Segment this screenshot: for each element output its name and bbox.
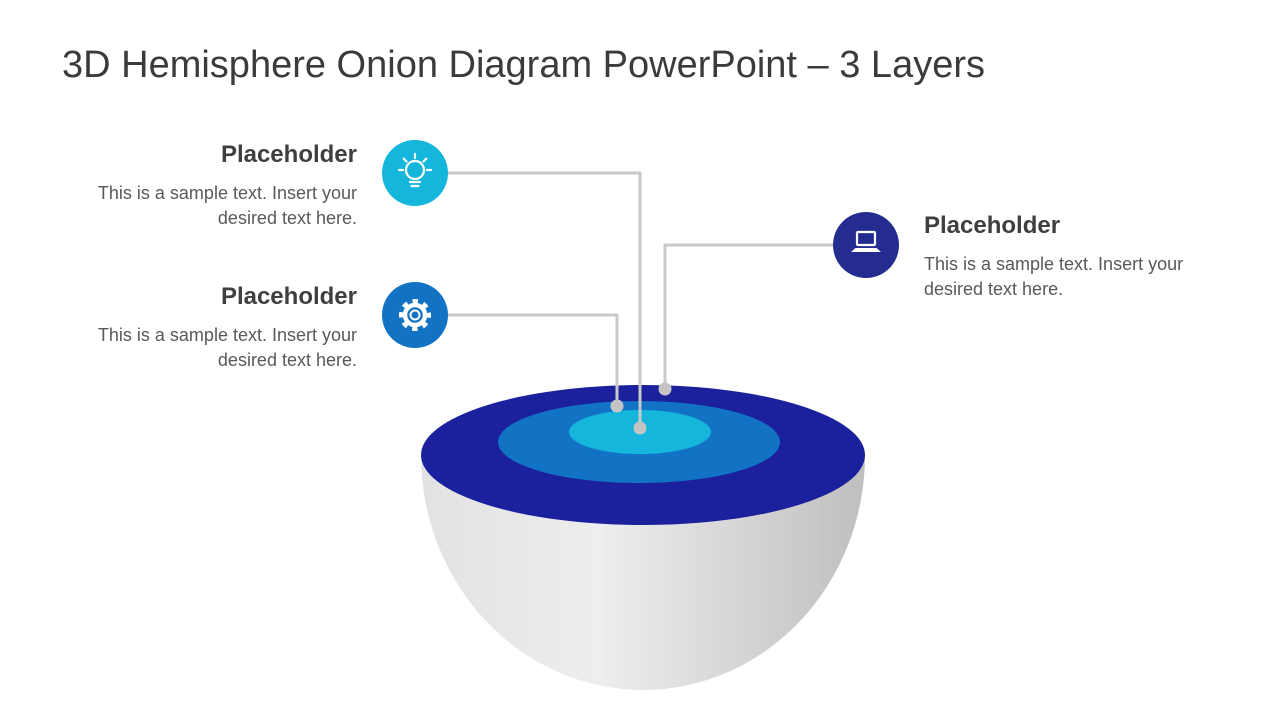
callout-2-badge-circle: [382, 282, 448, 348]
callout-2-badge: [382, 282, 448, 348]
connector-callout-3: [663, 243, 866, 389]
callout-1-badge-circle: [382, 140, 448, 206]
callout-2-heading: Placeholder: [220, 283, 357, 310]
page-title: 3D Hemisphere Onion Diagram PowerPoint –…: [62, 44, 985, 86]
laptop-icon: [851, 230, 881, 252]
callout-2: Placeholder This is a sample text. Inser…: [60, 283, 357, 373]
callout-3-heading: Placeholder: [924, 212, 1061, 239]
connector-2-dot: [610, 399, 624, 413]
connector-callout-2: [415, 313, 619, 406]
connector-callout-1: [415, 171, 642, 428]
callout-1-heading: Placeholder: [220, 141, 357, 168]
callout-3-body: This is a sample text. Insert your desir…: [924, 254, 1184, 299]
lightbulb-icon: [397, 152, 433, 188]
connector-3-dot: [658, 382, 672, 396]
callout-3: Placeholder This is a sample text. Inser…: [924, 212, 1184, 302]
callout-3-badge: [833, 212, 899, 278]
callout-1-body: This is a sample text. Insert your desir…: [97, 183, 357, 228]
callout-2-body: This is a sample text. Insert your desir…: [97, 325, 357, 370]
gear-icon: [399, 299, 431, 331]
callout-1: Placeholder This is a sample text. Inser…: [60, 141, 357, 231]
connector-1-dot: [633, 421, 647, 435]
callout-1-badge: [382, 140, 448, 206]
